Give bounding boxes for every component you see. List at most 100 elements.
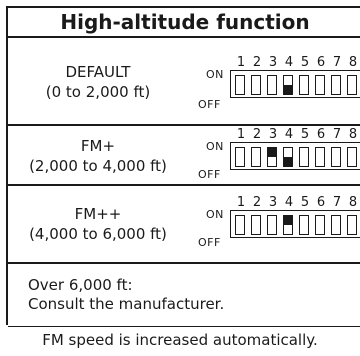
dip-switch-knob [300,225,308,234]
dip-switch-number: 1 [236,127,246,142]
dip-switch-toggle [315,215,325,235]
dip-switch-number: 7 [332,127,342,142]
dip-switch-toggle [299,215,309,235]
setting-name: FM+ [80,137,116,155]
dip-switch-number: 5 [300,127,310,142]
dip-switch-knob [236,157,244,166]
on-label: ON [206,68,224,81]
dip-switch-toggle [267,75,277,95]
dip-switch-toggle [251,75,261,95]
dip-switch-knob [284,216,292,225]
dip-switch-knob [348,225,356,234]
over-limit-text: Over 6,000 ft: Consult the manufacturer. [28,276,224,314]
dip-switch-knob [268,85,276,94]
setting-range: (0 to 2,000 ft) [45,83,151,101]
dip-switch-number: 8 [348,195,358,210]
dip-switch-toggle [299,147,309,167]
dip-switch-number: 4 [284,195,294,210]
panel-title: High-altitude function [8,8,360,38]
dip-switch-toggle [347,147,357,167]
dip-switch-body [230,210,360,238]
dip-switch-toggle [331,147,341,167]
dip-switch-toggle [347,75,357,95]
dip-switch-toggle [283,75,293,95]
dip-switch-number: 6 [316,195,326,210]
off-label: OFF [198,98,221,111]
dip-switch-knob [300,157,308,166]
setting-name: FM++ [74,205,122,223]
dip-switch-knob [348,157,356,166]
dip-switch-knob [268,148,276,157]
dip-switch-number: 6 [316,55,326,70]
dip-switch-knob [284,157,292,166]
high-altitude-panel: High-altitude function DEFAULT (0 to 2,0… [6,6,360,327]
on-label: ON [206,140,224,153]
dip-switch-knob [252,85,260,94]
dip-switch-number: 2 [252,127,262,142]
dip-switch-knob [300,85,308,94]
dip-switch-toggle [251,215,261,235]
dip-switch-knob [236,225,244,234]
dip-switch-knob [236,85,244,94]
dip-switch-number: 8 [348,55,358,70]
over-limit-instruction: Consult the manufacturer. [28,295,225,313]
dip-switch-toggle [235,75,245,95]
dip-switch-knob [348,85,356,94]
dip-switch-toggle [235,147,245,167]
setting-range: (4,000 to 6,000 ft) [29,225,167,243]
dip-switch-number: 3 [268,195,278,210]
dip-switch-number: 7 [332,195,342,210]
dip-switch-toggle [283,147,293,167]
footer-note: FM speed is increased automatically. [42,331,318,349]
setting-range: (2,000 to 4,000 ft) [29,157,167,175]
dip-switch-toggle [299,75,309,95]
on-label: ON [206,208,224,221]
dip-switch-body [230,142,360,170]
dip-switch-number: 1 [236,195,246,210]
setting-label: DEFAULT (0 to 2,000 ft) [8,62,188,102]
dip-switch-toggle [347,215,357,235]
dip-switch-knob [332,157,340,166]
dip-switch-knob [316,157,324,166]
dip-switch-toggle [331,215,341,235]
dip-switch-knob [316,225,324,234]
dip-switch-number: 2 [252,195,262,210]
dip-switch-knob [316,85,324,94]
setting-label: FM++ (4,000 to 6,000 ft) [8,204,188,244]
dip-switch-number: 3 [268,127,278,142]
dip-switch-number: 8 [348,127,358,142]
dip-switch-number: 2 [252,55,262,70]
over-limit-row: Over 6,000 ft: Consult the manufacturer. [8,264,360,327]
dip-switch-number: 4 [284,55,294,70]
dip-switch-toggle [235,215,245,235]
setting-name: DEFAULT [65,63,131,81]
dip-switch-number: 3 [268,55,278,70]
dip-switch-number: 4 [284,127,294,142]
dip-switch-knob [284,85,292,94]
dip-switch-toggle [267,147,277,167]
dip-switch-number: 1 [236,55,246,70]
dip-switch-toggle [267,215,277,235]
dip-switch-number: 5 [300,195,310,210]
dip-switch-toggle [283,215,293,235]
dip-switch-body [230,70,360,98]
off-label: OFF [198,236,221,249]
dip-switch-toggle [315,147,325,167]
dip-switch-knob [332,85,340,94]
dip-switch-toggle [331,75,341,95]
setting-label: FM+ (2,000 to 4,000 ft) [8,136,188,176]
dip-switch-knob [252,157,260,166]
dip-switch-knob [268,225,276,234]
dip-switch-knob [252,225,260,234]
dip-switch-number: 5 [300,55,310,70]
over-limit-heading: Over 6,000 ft: [28,276,133,294]
dip-switch-toggle [315,75,325,95]
off-label: OFF [198,168,221,181]
dip-switch-knob [332,225,340,234]
